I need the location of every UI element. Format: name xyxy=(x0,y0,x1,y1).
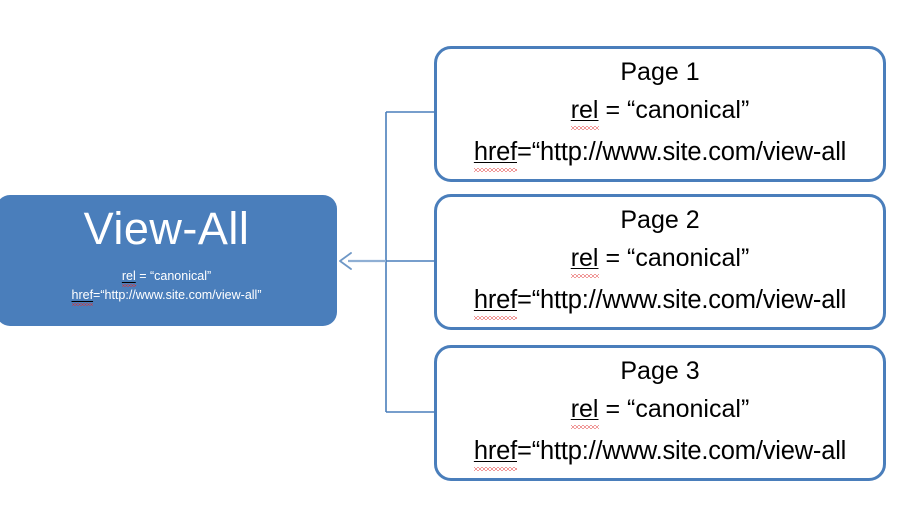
page-2-title: Page 2 xyxy=(620,206,700,234)
view-all-rel-value: = “canonical” xyxy=(135,269,212,283)
page-3-rel-value: = “canonical” xyxy=(598,395,750,423)
page-3-rel-attribute: rel = “canonical” xyxy=(571,388,750,430)
page-3-title: Page 3 xyxy=(620,357,700,385)
page-2-rel-attribute: rel = “canonical” xyxy=(571,237,750,279)
page-1-title: Page 1 xyxy=(620,58,700,86)
view-all-node[interactable]: View-All rel = “canonical” href=“http://… xyxy=(0,195,337,326)
view-all-title: View-All xyxy=(83,203,250,254)
page-1-rel-value: = “canonical” xyxy=(598,96,750,124)
arrowhead-left-icon xyxy=(339,252,352,270)
view-all-href-value: =“http://www.site.com/view-all” xyxy=(93,288,262,302)
page-2-node[interactable]: Page 2 rel = “canonical” href=“http://ww… xyxy=(434,194,886,330)
page-3-href-token: href xyxy=(473,437,517,465)
page-1-href-attribute: href=“http://www.site.com/view-all xyxy=(474,131,846,173)
page-3-node[interactable]: Page 3 rel = “canonical” href=“http://ww… xyxy=(434,345,886,481)
page-2-href-token: href xyxy=(473,286,517,314)
page-1-href-value: =“http://www.site.com/view-all xyxy=(517,138,847,166)
page-3-rel-token: rel xyxy=(570,395,599,423)
view-all-rel-token: rel xyxy=(121,269,136,283)
page-1-rel-token: rel xyxy=(570,96,599,124)
page-2-href-value: =“http://www.site.com/view-all xyxy=(517,286,847,314)
page-1-rel-attribute: rel = “canonical” xyxy=(571,89,750,131)
page-2-rel-token: rel xyxy=(570,244,599,272)
page-2-rel-value: = “canonical” xyxy=(598,244,750,272)
view-all-href-token: href xyxy=(71,288,94,302)
view-all-href-attribute: href=“http://www.site.com/view-all” xyxy=(72,286,262,305)
view-all-rel-attribute: rel = “canonical” xyxy=(122,267,211,286)
page-2-href-attribute: href=“http://www.site.com/view-all xyxy=(474,279,846,321)
page-1-href-token: href xyxy=(473,138,517,166)
page-3-href-attribute: href=“http://www.site.com/view-all xyxy=(474,430,846,472)
page-1-node[interactable]: Page 1 rel = “canonical” href=“http://ww… xyxy=(434,46,886,182)
page-3-href-value: =“http://www.site.com/view-all xyxy=(517,437,847,465)
